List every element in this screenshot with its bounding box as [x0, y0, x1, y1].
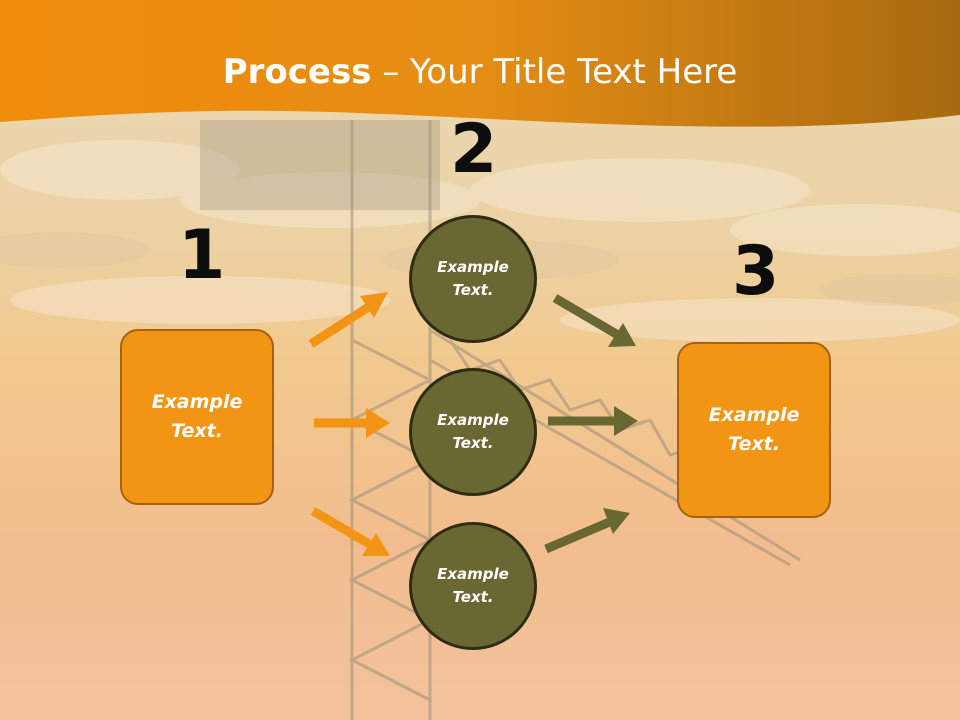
title-banner — [0, 0, 960, 127]
arrow-from-top-circle — [552, 294, 636, 347]
step-number-2: 2 — [450, 110, 498, 189]
arrow-from-bottom-circle — [544, 508, 630, 554]
step-number-1: 1 — [178, 216, 226, 295]
title-rest: – Your Title Text Here — [371, 52, 738, 92]
title-bold: Process — [222, 52, 372, 92]
slide-title: Process – Your Title Text Here — [0, 52, 960, 92]
step-number-3: 3 — [732, 232, 780, 311]
arrow-to-top-circle — [308, 292, 388, 348]
arrow-to-bottom-circle — [310, 507, 390, 556]
arrow-to-middle-circle — [314, 408, 390, 438]
arrow-from-middle-circle — [548, 406, 638, 436]
